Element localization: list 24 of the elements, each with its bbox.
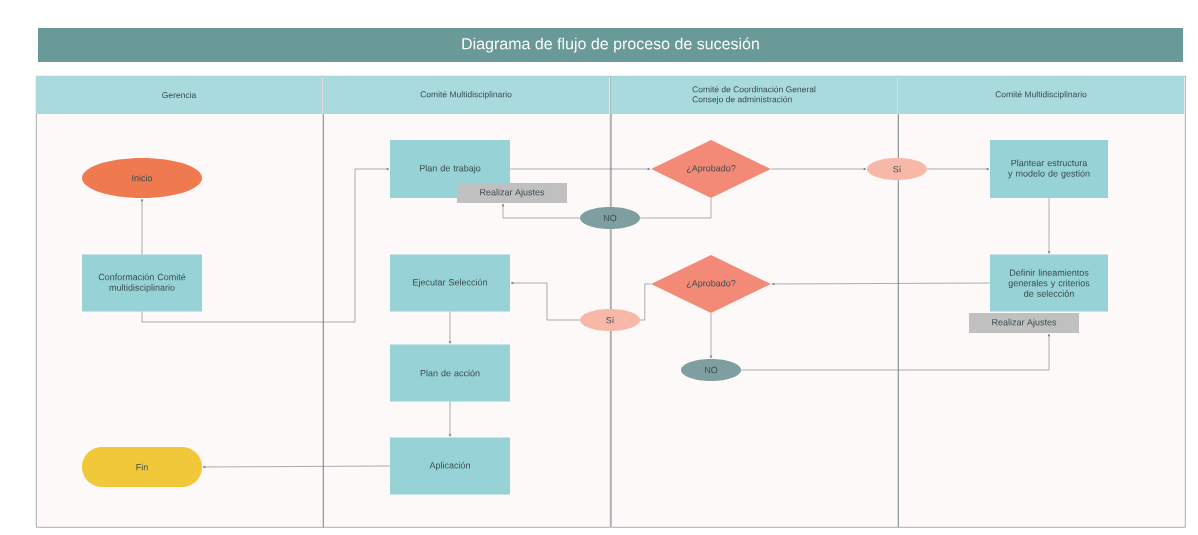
- process-box: Plan de acción: [390, 344, 510, 402]
- arrow: [448, 401, 452, 437]
- note-box: Realizar Ajustes: [457, 183, 567, 203]
- arrow: [770, 167, 867, 171]
- title-band: Diagrama de flujo de proceso de sucesión: [38, 28, 1183, 62]
- process-box: Conformación Comité multidisciplinario: [82, 254, 202, 312]
- arrow: [501, 203, 581, 219]
- end-terminal: Fin: [82, 447, 202, 487]
- arrow: [510, 281, 581, 321]
- arrow: [926, 167, 990, 171]
- note-box: Realizar Ajustes: [969, 313, 1079, 333]
- arrow: [448, 311, 452, 344]
- arrow: [140, 198, 144, 255]
- process-box: Aplicación: [390, 437, 510, 495]
- arrow: [709, 312, 713, 359]
- process-box: Ejecutar Selección: [390, 254, 510, 312]
- arrow: [740, 333, 1051, 371]
- process-box: Plantear estructura y modelo de gestión: [990, 140, 1108, 198]
- process-box: Definir lineamientos generales y criterios de selección: [990, 254, 1108, 312]
- arrow: [141, 167, 390, 323]
- arrow: [771, 282, 991, 286]
- arrow: [202, 465, 391, 469]
- arrow: [1047, 197, 1051, 254]
- arrow: [509, 167, 651, 171]
